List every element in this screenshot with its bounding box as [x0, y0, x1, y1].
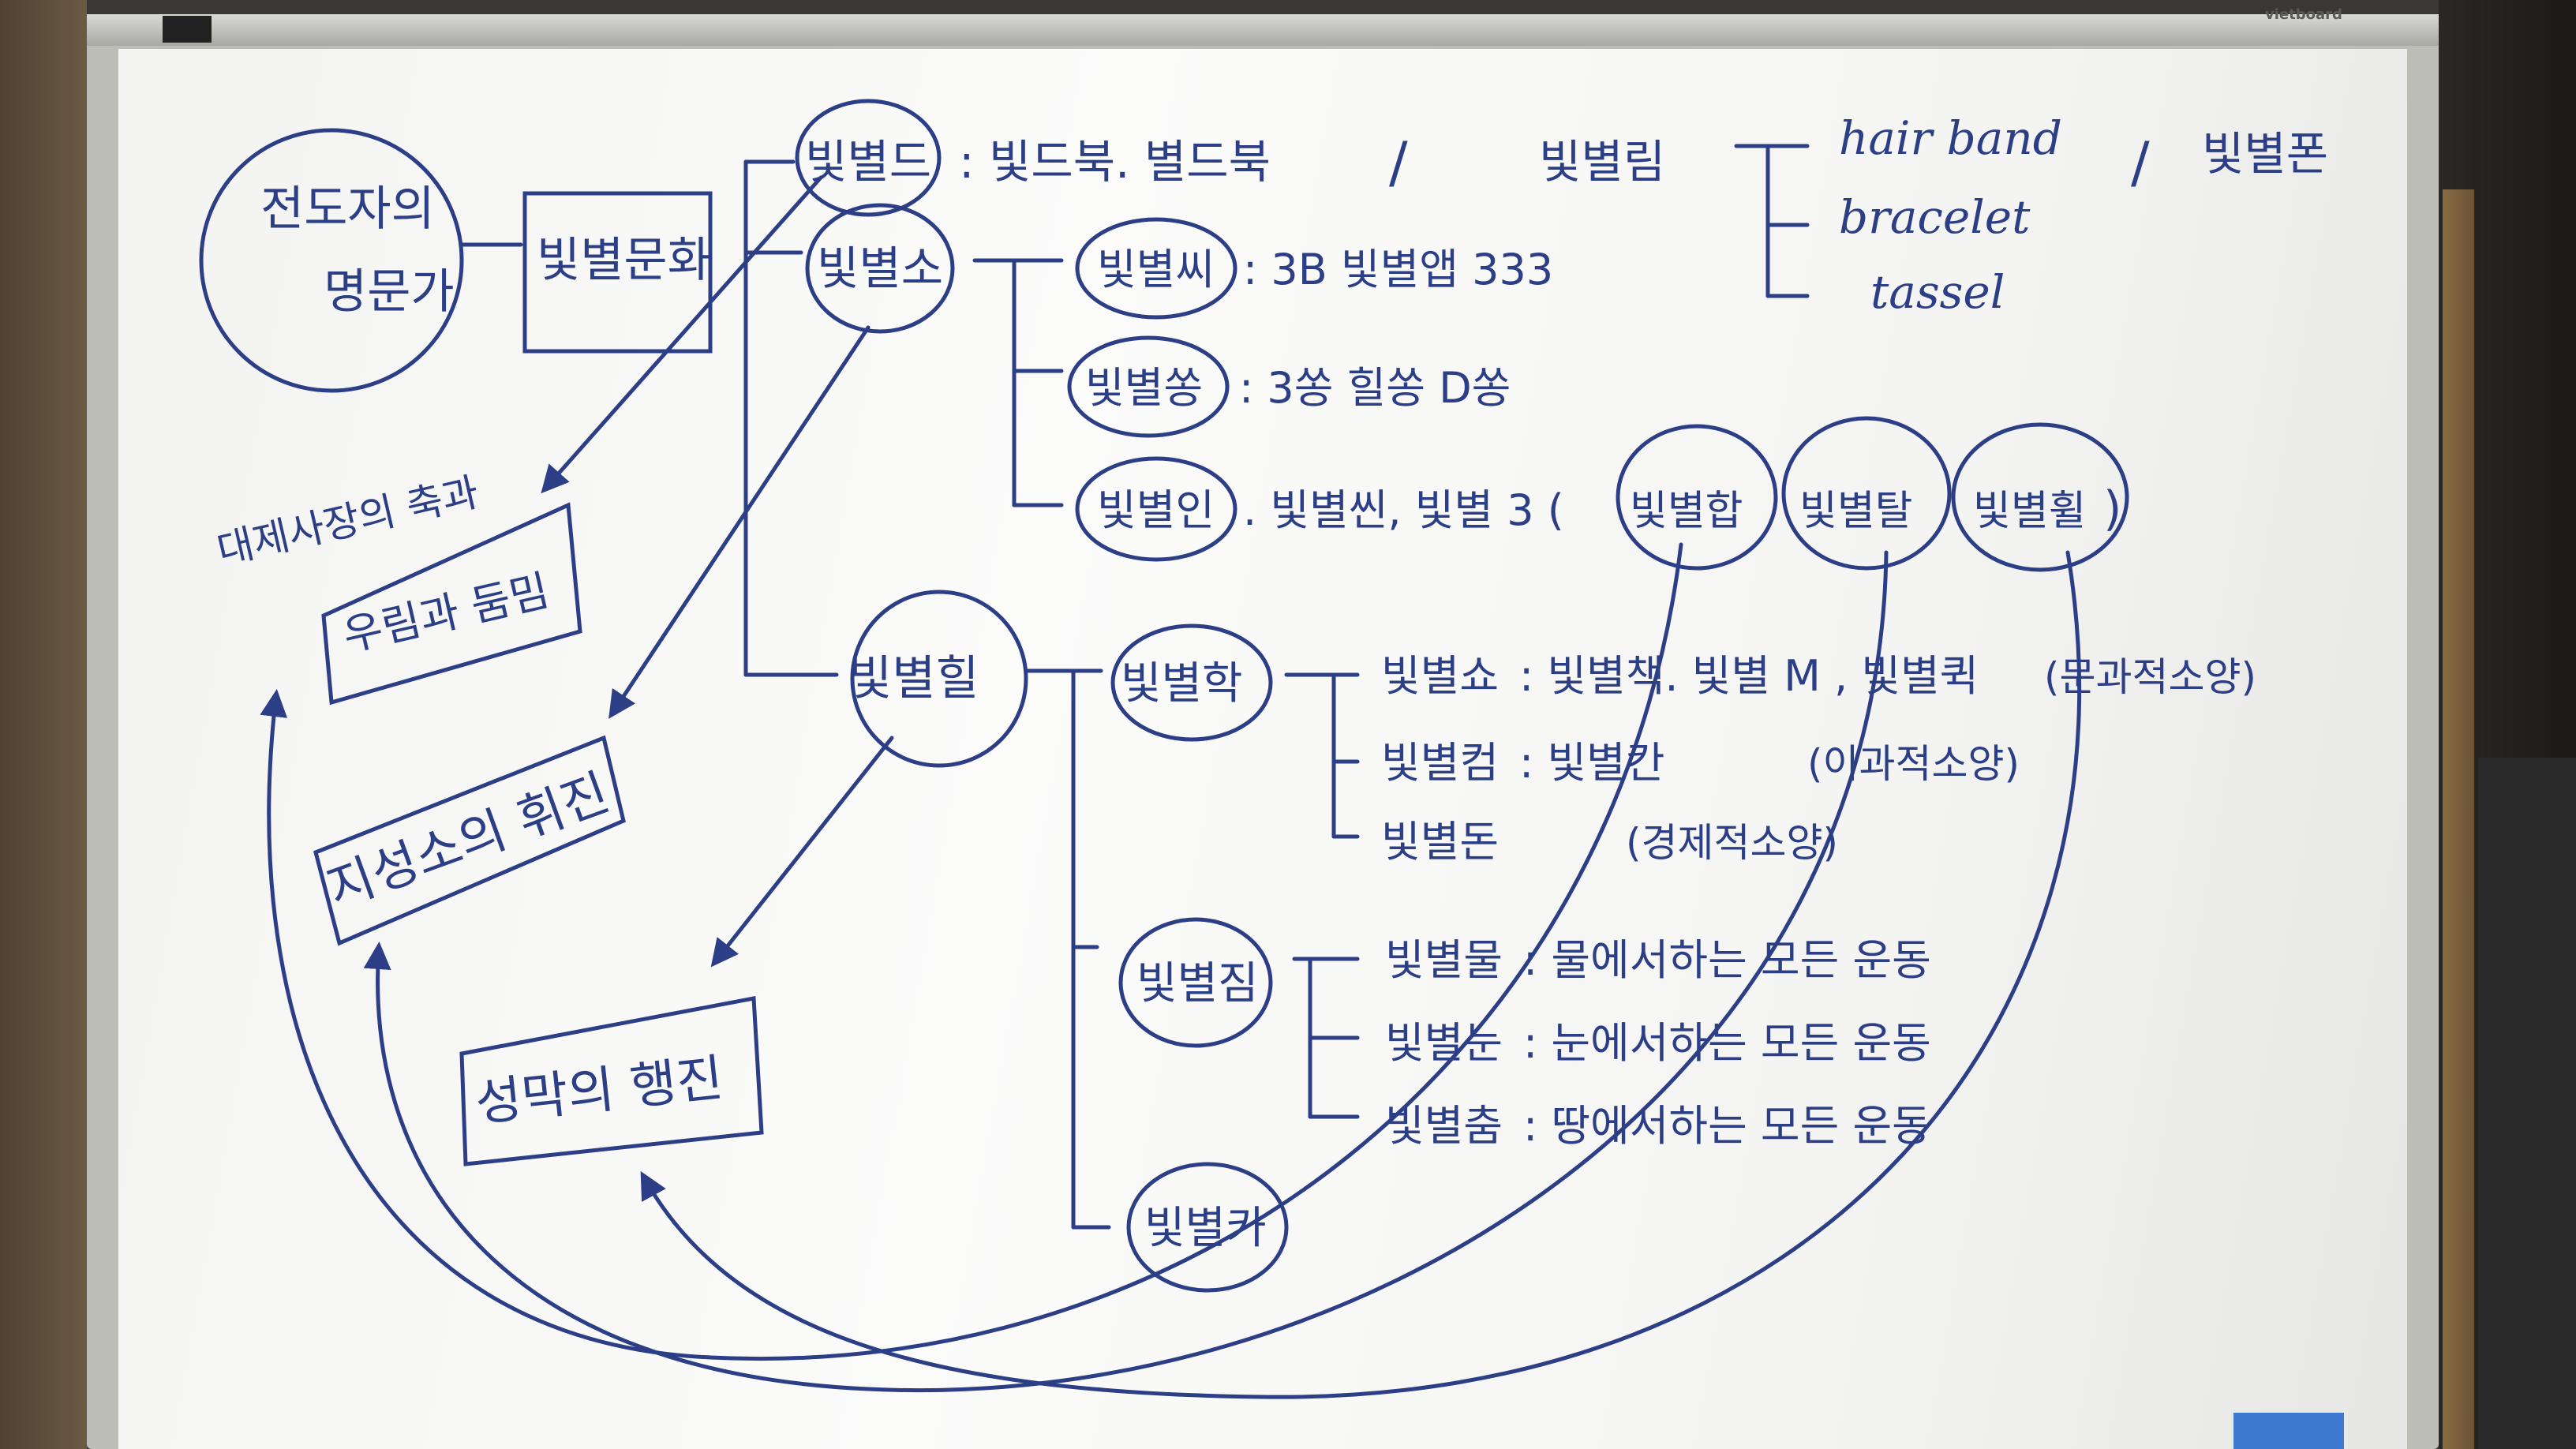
cabinet [2478, 758, 2576, 1449]
sep-slash-1: / [1389, 130, 1408, 195]
jim-row2-text: : 눈에서하는 모든 운동 [1523, 1018, 1931, 1068]
bitbyeoltal-circle [1781, 416, 1952, 571]
hak-row1-name: 빛별쇼 [1381, 651, 1499, 701]
root-line2: 명문가 [324, 264, 455, 320]
root-circle [199, 128, 464, 393]
jim-row2-name: 빛별눈 [1385, 1018, 1503, 1068]
culture-label: 빛별문화 [537, 233, 711, 288]
bitbyeolin-label: 빛별인 [1097, 485, 1215, 535]
knowledge-box [313, 735, 626, 946]
blue-object [2233, 1413, 2344, 1449]
curve-hwil-holy [640, 550, 2082, 1399]
close-paren: ) [2103, 481, 2121, 537]
bitbyeolhil-circle [850, 590, 1028, 768]
bitbyeolssong-label: 빛별쏭 [1085, 363, 1203, 413]
bitbyeolssi-label: 빛별씨 [1097, 245, 1215, 294]
bitbyeolssong-circle [1067, 335, 1230, 438]
bitbyeolin-text: . 빛별씬, 빛별 3 ( [1243, 485, 1564, 535]
holy-label: 성막의 행진 [473, 1049, 726, 1133]
jim-row1-name: 빛별물 [1385, 935, 1503, 985]
hak-row1-text: : 빛별책. 빛별 M , 빛별퀵 [1519, 651, 1979, 701]
bitbyeolrim-label: 빛별림 [1539, 135, 1665, 189]
bitbyeolssong-text: : 3쏭 힐쏭 D쏭 [1239, 363, 1511, 413]
bitbyeolhak-label: 빛별학 [1121, 658, 1243, 710]
bitbyeolhak-circle [1110, 623, 1273, 742]
root-line1: 전도자의 [260, 182, 435, 237]
arrow-so-knowledge [608, 325, 871, 719]
jim-row3-text: : 땅에서하는 모든 운동 [1523, 1101, 1931, 1151]
holy-box [459, 996, 764, 1166]
hak-row1-note: (문과적소양) [2044, 654, 2256, 700]
wall-left [0, 0, 87, 1449]
board-frame-top [87, 14, 2439, 46]
hak-row3-note: (경제적소양) [1626, 820, 1838, 866]
culture-box [522, 191, 713, 354]
empire-box [321, 502, 582, 706]
hak-row2-text: : 빛별칸 [1519, 738, 1664, 788]
rim-item-hairband: hair band [1839, 111, 2062, 165]
bitbyeolka-label: 빛별카 [1144, 1203, 1267, 1254]
bitbyeolso-label: 빛별소 [817, 242, 943, 295]
board-brand: vietboard [2265, 6, 2342, 23]
bitbyeolpon-label: 빛별폰 [2202, 127, 2328, 181]
jim-row1-text: : 물에서하는 모든 운동 [1523, 935, 1931, 985]
wood-panel [2443, 189, 2474, 1449]
rim-item-bracelet: bracelet [1839, 190, 2031, 244]
empire-title: 대제사장의 축과 [213, 469, 483, 574]
curve-hap-empire [260, 542, 1683, 1361]
jim-row3-name: 빛별춤 [1385, 1101, 1503, 1151]
bitbyeolin-circle [1075, 456, 1237, 562]
bitbyeolhwil-label: 빛별휠 [1973, 488, 2087, 535]
bitbyeoltal-label: 빛별탈 [1799, 488, 1913, 535]
bitbyeoljim-label: 빛별짐 [1136, 958, 1259, 1009]
arrow-hil-holy [710, 736, 894, 968]
bitbyeoldeu-circle [795, 99, 942, 217]
bitbyeolssi-circle [1075, 217, 1237, 320]
frame-logo [163, 16, 212, 43]
bitbyeolhap-label: 빛별합 [1630, 488, 1743, 535]
bitbyeolhwil-circle [1951, 422, 2129, 572]
rim-item-tassel: tassel [1870, 265, 2005, 319]
sep-slash-2: / [2131, 130, 2150, 195]
bitbyeoljim-circle [1118, 917, 1273, 1048]
bitbyeolka-circle [1126, 1162, 1289, 1293]
bitbyeolso-circle [805, 203, 955, 334]
bitbyeoldeu-items: : 빛드북. 별드북 [959, 135, 1271, 189]
hak-row3-name: 빛별돈 [1381, 817, 1499, 867]
hak-row2-name: 빛별컴 [1381, 738, 1499, 788]
bitbyeolhil-label: 빛별힐 [848, 651, 979, 706]
bitbyeoldeu-label: 빛별드 [805, 135, 931, 189]
hak-row2-note: (이과적소양) [1807, 741, 2020, 787]
bitbyeolhap-circle [1616, 424, 1778, 571]
arrow-deu-empire [541, 175, 823, 494]
bitbyeolssi-text: : 3B 빛별앱 333 [1243, 245, 1553, 294]
